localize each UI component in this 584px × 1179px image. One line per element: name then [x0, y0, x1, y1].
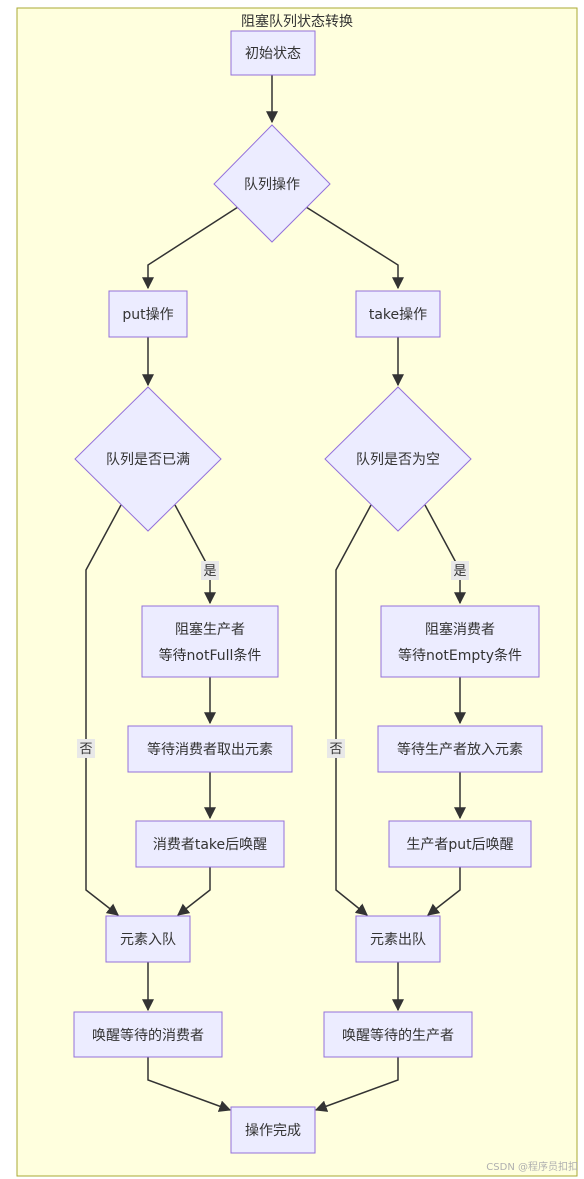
node-is-full: 队列是否已满	[74, 386, 222, 532]
node-is-empty: 队列是否为空	[324, 386, 472, 532]
node-consumer-wake: 消费者take后唤醒	[135, 820, 285, 868]
svg-text:put操作: put操作	[122, 307, 173, 323]
edge-op-put	[142, 206, 239, 290]
edge-label-yes-left: 是	[201, 561, 219, 580]
node-dequeue: 元素出队	[355, 915, 441, 963]
edge-full-no	[85, 504, 122, 916]
node-done: 操作完成	[230, 1106, 316, 1154]
edge-empty-no	[335, 504, 372, 916]
svg-text:初始状态: 初始状态	[245, 45, 301, 62]
node-block-consumer: 阻塞消费者 等待notEmpty条件	[380, 605, 540, 678]
edges	[85, 75, 466, 1112]
watermark: CSDN @程序员扣扣	[486, 1162, 578, 1173]
edge-label-no-right: 否	[327, 739, 345, 758]
svg-text:是: 是	[453, 564, 466, 579]
node-wait-consumer: 等待消费者取出元素	[127, 725, 293, 773]
svg-text:元素入队: 元素入队	[120, 932, 176, 948]
svg-text:唤醒等待的生产者: 唤醒等待的生产者	[342, 1027, 454, 1044]
svg-text:阻塞消费者: 阻塞消费者	[425, 621, 495, 638]
edge-label-no-left: 否	[77, 739, 95, 758]
svg-text:元素出队: 元素出队	[370, 932, 426, 948]
node-producer-wake: 生产者put后唤醒	[388, 820, 532, 868]
svg-text:阻塞生产者: 阻塞生产者	[175, 621, 245, 638]
svg-text:唤醒等待的消费者: 唤醒等待的消费者	[92, 1027, 204, 1044]
svg-text:消费者take后唤醒: 消费者take后唤醒	[153, 836, 267, 853]
node-take-operation: take操作	[355, 290, 441, 338]
edge-wakeprod-done	[314, 1057, 399, 1112]
svg-text:等待消费者取出元素: 等待消费者取出元素	[147, 741, 273, 758]
svg-text:队列是否已满: 队列是否已满	[106, 452, 190, 468]
edge-op-take	[305, 206, 404, 290]
svg-text:队列是否为空: 队列是否为空	[356, 452, 440, 468]
svg-text:生产者put后唤醒: 生产者put后唤醒	[406, 836, 513, 853]
edge-prodwake-dequeue	[427, 867, 461, 916]
edge-conswake-enqueue	[177, 867, 211, 916]
svg-text:队列操作: 队列操作	[244, 177, 300, 193]
svg-text:等待notEmpty条件: 等待notEmpty条件	[398, 647, 522, 664]
svg-text:否: 否	[79, 742, 92, 757]
node-wait-producer: 等待生产者放入元素	[377, 725, 543, 773]
node-start: 初始状态	[230, 30, 316, 76]
node-put-operation: put操作	[108, 290, 188, 338]
edge-wakecons-done	[147, 1057, 232, 1112]
svg-text:take操作: take操作	[369, 307, 427, 323]
svg-text:操作完成: 操作完成	[245, 1123, 301, 1139]
svg-text:等待notFull条件: 等待notFull条件	[159, 647, 262, 664]
svg-text:等待生产者放入元素: 等待生产者放入元素	[397, 741, 523, 758]
svg-text:否: 否	[329, 742, 342, 757]
node-queue-operation: 队列操作	[213, 124, 331, 243]
edge-label-yes-right: 是	[451, 561, 469, 580]
node-enqueue: 元素入队	[105, 915, 191, 963]
node-wake-producer: 唤醒等待的生产者	[323, 1011, 473, 1058]
diagram-title: 阻塞队列状态转换	[241, 13, 353, 30]
svg-text:是: 是	[203, 564, 216, 579]
node-block-producer: 阻塞生产者 等待notFull条件	[141, 605, 279, 678]
node-wake-consumer: 唤醒等待的消费者	[73, 1011, 223, 1058]
